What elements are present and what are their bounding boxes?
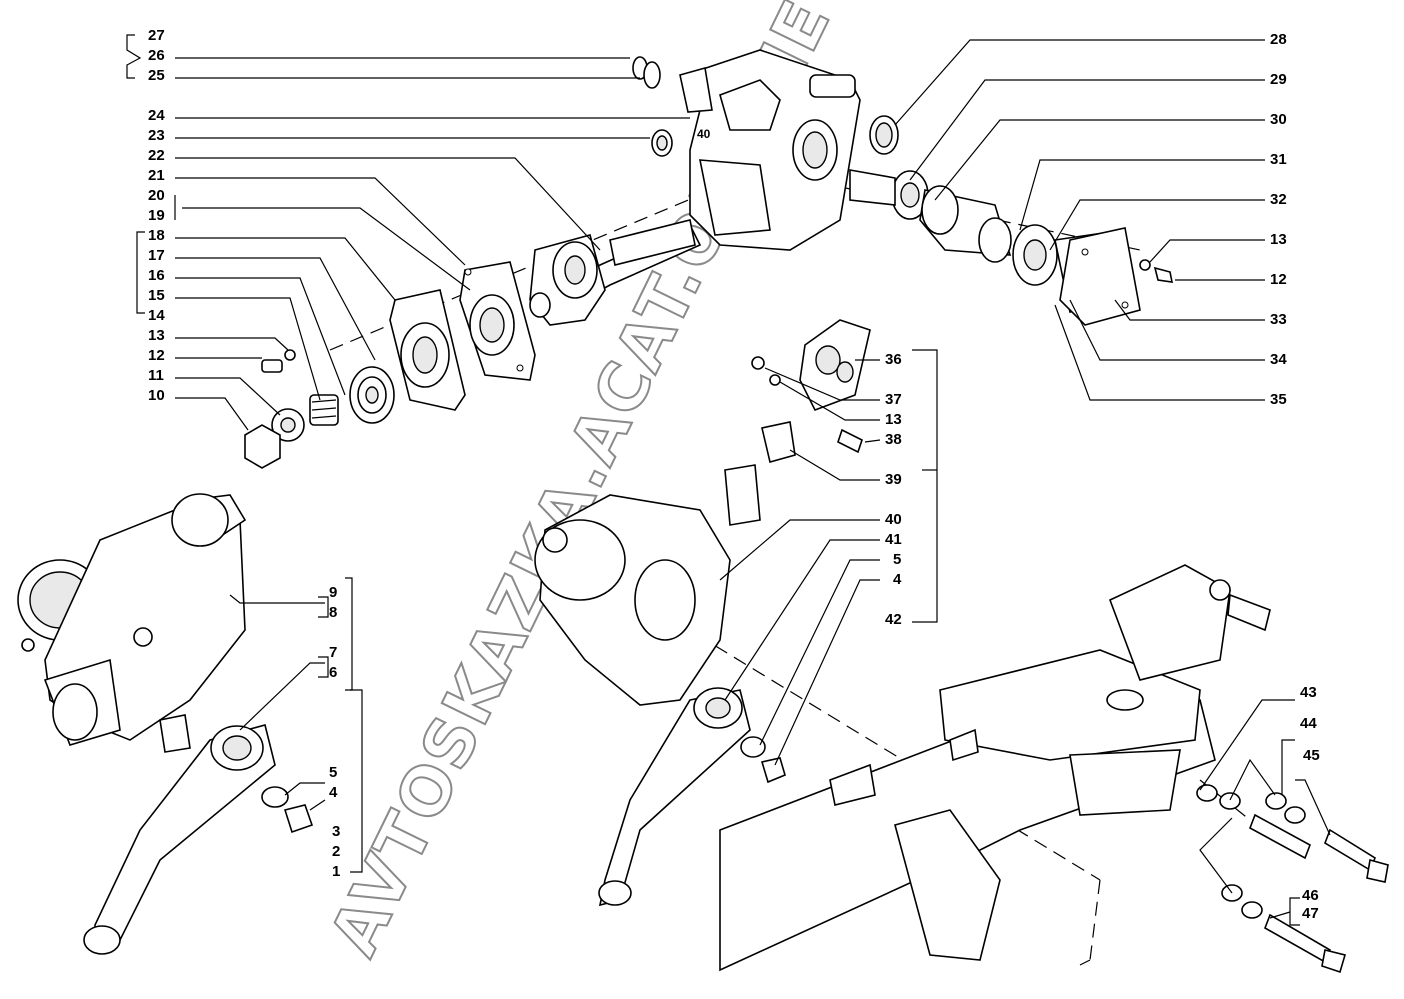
bolt-12-washer-13-left: [261, 349, 296, 373]
callout-labels-lower-left-4: 5: [329, 764, 337, 781]
bearing-29: [849, 169, 929, 220]
callout-labels-lower-left-3: 6: [329, 664, 337, 681]
pitman-arm-left: [83, 724, 276, 955]
callout-labels-left-9: 18: [148, 227, 165, 244]
steering-gear-assembly-left: [17, 493, 247, 753]
callout-labels-lower-right-1: 44: [1300, 715, 1317, 732]
callout-labels-left-7: 20: [148, 187, 165, 204]
callout-labels-center-6: 41: [885, 531, 902, 548]
callout-labels-lower-left-7: 2: [332, 843, 340, 860]
callout-labels-right-top-8: 34: [1270, 351, 1287, 368]
steering-gear-40: [534, 464, 761, 706]
callout-labels-lower-right-4: 47: [1302, 905, 1319, 922]
washer-5-center: [740, 736, 766, 758]
callout-labels-left-13: 14: [148, 307, 165, 324]
end-cover-33: [1059, 227, 1141, 326]
bolts-45-47: [1249, 813, 1389, 974]
callout-labels-center-4: 39: [885, 471, 902, 488]
callout-labels-left-3: 24: [148, 107, 165, 124]
callout-labels-left-15: 12: [148, 347, 165, 364]
washers-43-44: [1196, 784, 1306, 919]
callout-labels-right-top-2: 30: [1270, 111, 1287, 128]
callout-labels-lower-left-0: 9: [329, 584, 337, 601]
callout-labels-left-17: 10: [148, 387, 165, 404]
callout-labels-lower-left-1: 8: [329, 604, 337, 621]
callout-labels-right-top-5: 13: [1270, 231, 1287, 248]
callout-labels-left-11: 16: [148, 267, 165, 284]
callout-labels-center-1: 37: [885, 391, 902, 408]
callout-labels-center-7: 5: [893, 551, 901, 568]
leader-lines: [126, 34, 1331, 926]
frame-rail: [719, 564, 1271, 972]
nut-37: [751, 356, 765, 370]
housing-stamp: 40: [697, 127, 711, 141]
spring-16: [309, 394, 339, 426]
callout-labels-left-6: 21: [148, 167, 165, 184]
nut-4-left: [283, 804, 314, 834]
callout-labels-lower-left-2: 7: [329, 644, 337, 661]
cover-plate-20: [459, 261, 536, 381]
nut-4-center: [760, 757, 786, 784]
callout-labels-right-top-4: 32: [1270, 191, 1287, 208]
boot-39: [761, 421, 796, 463]
callout-labels-lower-right-3: 46: [1302, 887, 1319, 904]
bolt-38: [837, 428, 863, 454]
callout-labels-left-10: 17: [148, 247, 165, 264]
seal-23: [651, 129, 673, 157]
callout-labels-right-top-6: 12: [1270, 271, 1287, 288]
callout-labels-lower-left-6: 3: [332, 823, 340, 840]
callout-labels-lower-left-8: 1: [332, 863, 340, 880]
callout-labels-left-14: 13: [148, 327, 165, 344]
callout-labels-center-0: 36: [885, 351, 902, 368]
callout-labels-left-0: 27: [148, 27, 165, 44]
callout-labels-left-12: 15: [148, 287, 165, 304]
callout-labels-right-top-3: 31: [1270, 151, 1287, 168]
callout-labels-left-5: 22: [148, 147, 165, 164]
callout-labels-center-3: 38: [885, 431, 902, 448]
callout-labels-lower-right-2: 45: [1303, 747, 1320, 764]
callout-labels: 2726252423222120191817161514131211102829…: [148, 27, 1320, 922]
clamp-36: [799, 319, 871, 412]
washer-5-left: [261, 786, 289, 808]
callout-labels-right-top-9: 35: [1270, 391, 1287, 408]
callout-labels-left-4: 23: [148, 127, 165, 144]
adjusting-cover-18: [389, 289, 466, 411]
bearing-17: [349, 366, 395, 424]
callout-labels-left-16: 11: [148, 367, 164, 384]
washer-13-center: [769, 374, 781, 386]
bearing-31: [1012, 224, 1058, 286]
worm-shaft-22: [529, 219, 702, 326]
callout-labels-lower-left-5: 4: [329, 784, 338, 801]
callout-labels-center-2: 13: [885, 411, 902, 428]
lock-washer-11: [271, 408, 305, 442]
callout-labels-center-5: 40: [885, 511, 902, 528]
callout-labels-left-2: 25: [148, 67, 165, 84]
pitman-arm-41: [598, 687, 751, 907]
steering-housing: 40: [679, 49, 861, 251]
callout-labels-right-top-0: 28: [1270, 31, 1287, 48]
callout-labels-center-8: 4: [893, 571, 902, 588]
ring-28: [869, 115, 899, 155]
callout-labels-lower-right-0: 43: [1300, 684, 1317, 701]
callout-labels-left-8: 19: [148, 207, 165, 224]
callout-labels-center-9: 42: [885, 611, 902, 628]
bolt-12-washer-13-right: [1139, 259, 1174, 283]
nut-10: [244, 424, 281, 469]
callout-labels-right-top-1: 29: [1270, 71, 1287, 88]
callout-labels-left-1: 26: [148, 47, 165, 64]
rings-26-25: [632, 56, 661, 89]
ball-nut-30: [919, 185, 1012, 263]
callout-labels-right-top-7: 33: [1270, 311, 1287, 328]
